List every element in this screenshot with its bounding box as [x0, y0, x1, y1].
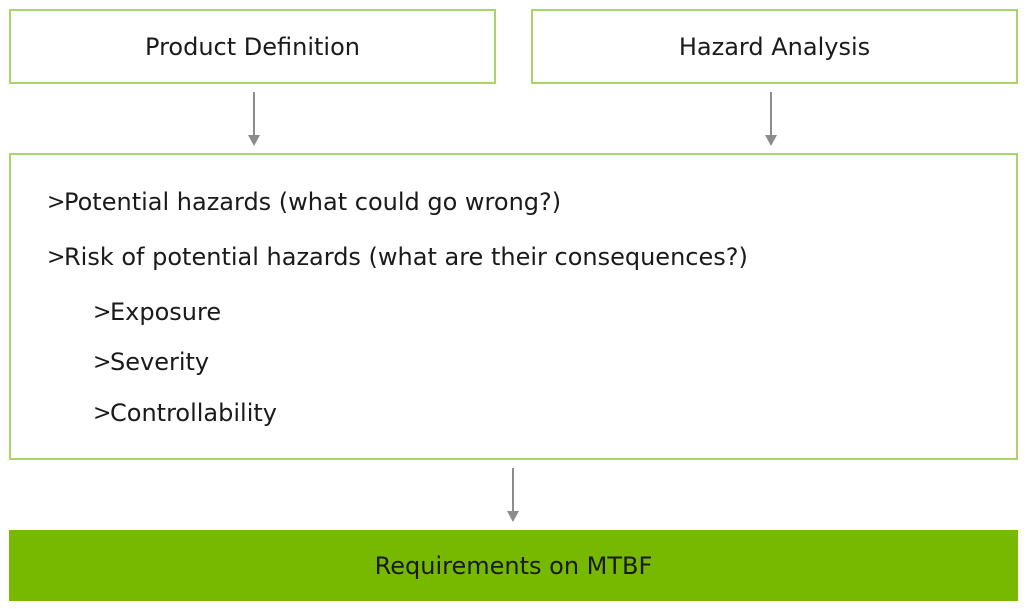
down-arrow-hazard: [765, 92, 777, 146]
sub-item-label: Controllability: [110, 399, 277, 427]
sub-item-exposure: > Exposure: [93, 298, 221, 326]
product-definition-label: Product Definition: [145, 32, 360, 61]
list-item-label: Risk of potential hazards (what are thei…: [64, 243, 748, 271]
requirements-box: Requirements on MTBF: [9, 530, 1018, 601]
down-arrow-requirements: [507, 468, 519, 522]
sub-item-severity: > Severity: [93, 348, 209, 376]
hazard-analysis-label: Hazard Analysis: [678, 32, 871, 61]
sub-item-label: Exposure: [110, 298, 222, 326]
product-definition-box: Product Definition: [9, 9, 496, 84]
chevron-right-icon: >: [93, 400, 112, 426]
requirements-label: Requirements on MTBF: [374, 551, 653, 580]
chevron-right-icon: >: [47, 189, 66, 215]
chevron-right-icon: >: [93, 349, 112, 375]
chevron-right-icon: >: [47, 244, 66, 270]
sub-item-label: Severity: [110, 348, 210, 376]
list-item-label: Potential hazards (what could go wrong?): [64, 188, 562, 216]
list-item-potential-hazards: > Potential hazards (what could go wrong…: [47, 188, 561, 216]
hazard-details-box: > Potential hazards (what could go wrong…: [9, 153, 1018, 460]
list-item-risk: > Risk of potential hazards (what are th…: [47, 243, 748, 271]
sub-item-controllability: > Controllability: [93, 399, 277, 427]
hazard-analysis-box: Hazard Analysis: [531, 9, 1018, 84]
down-arrow-product: [248, 92, 260, 146]
chevron-right-icon: >: [93, 299, 112, 325]
